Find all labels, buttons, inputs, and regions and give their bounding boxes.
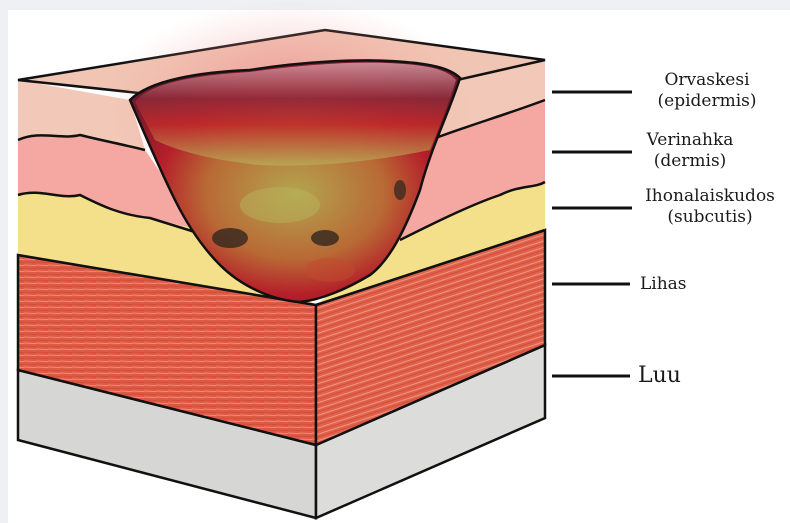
label-subcutis: Ihonalaiskudos (subcutis): [630, 186, 790, 228]
label-dermis-name: Verinahka: [610, 130, 770, 151]
label-muscle-name: Lihas: [640, 274, 720, 295]
label-dermis: Verinahka (dermis): [610, 130, 770, 172]
label-subcutis-latin: (subcutis): [630, 207, 790, 228]
label-epidermis: Orvaskesi (epidermis): [627, 70, 787, 112]
label-dermis-latin: (dermis): [610, 151, 770, 172]
label-epidermis-latin: (epidermis): [627, 91, 787, 112]
label-subcutis-name: Ihonalaiskudos: [630, 186, 790, 207]
label-bone-name: Luu: [638, 363, 698, 389]
label-muscle: Lihas: [640, 274, 720, 295]
label-bone: Luu: [638, 363, 698, 389]
label-epidermis-name: Orvaskesi: [627, 70, 787, 91]
